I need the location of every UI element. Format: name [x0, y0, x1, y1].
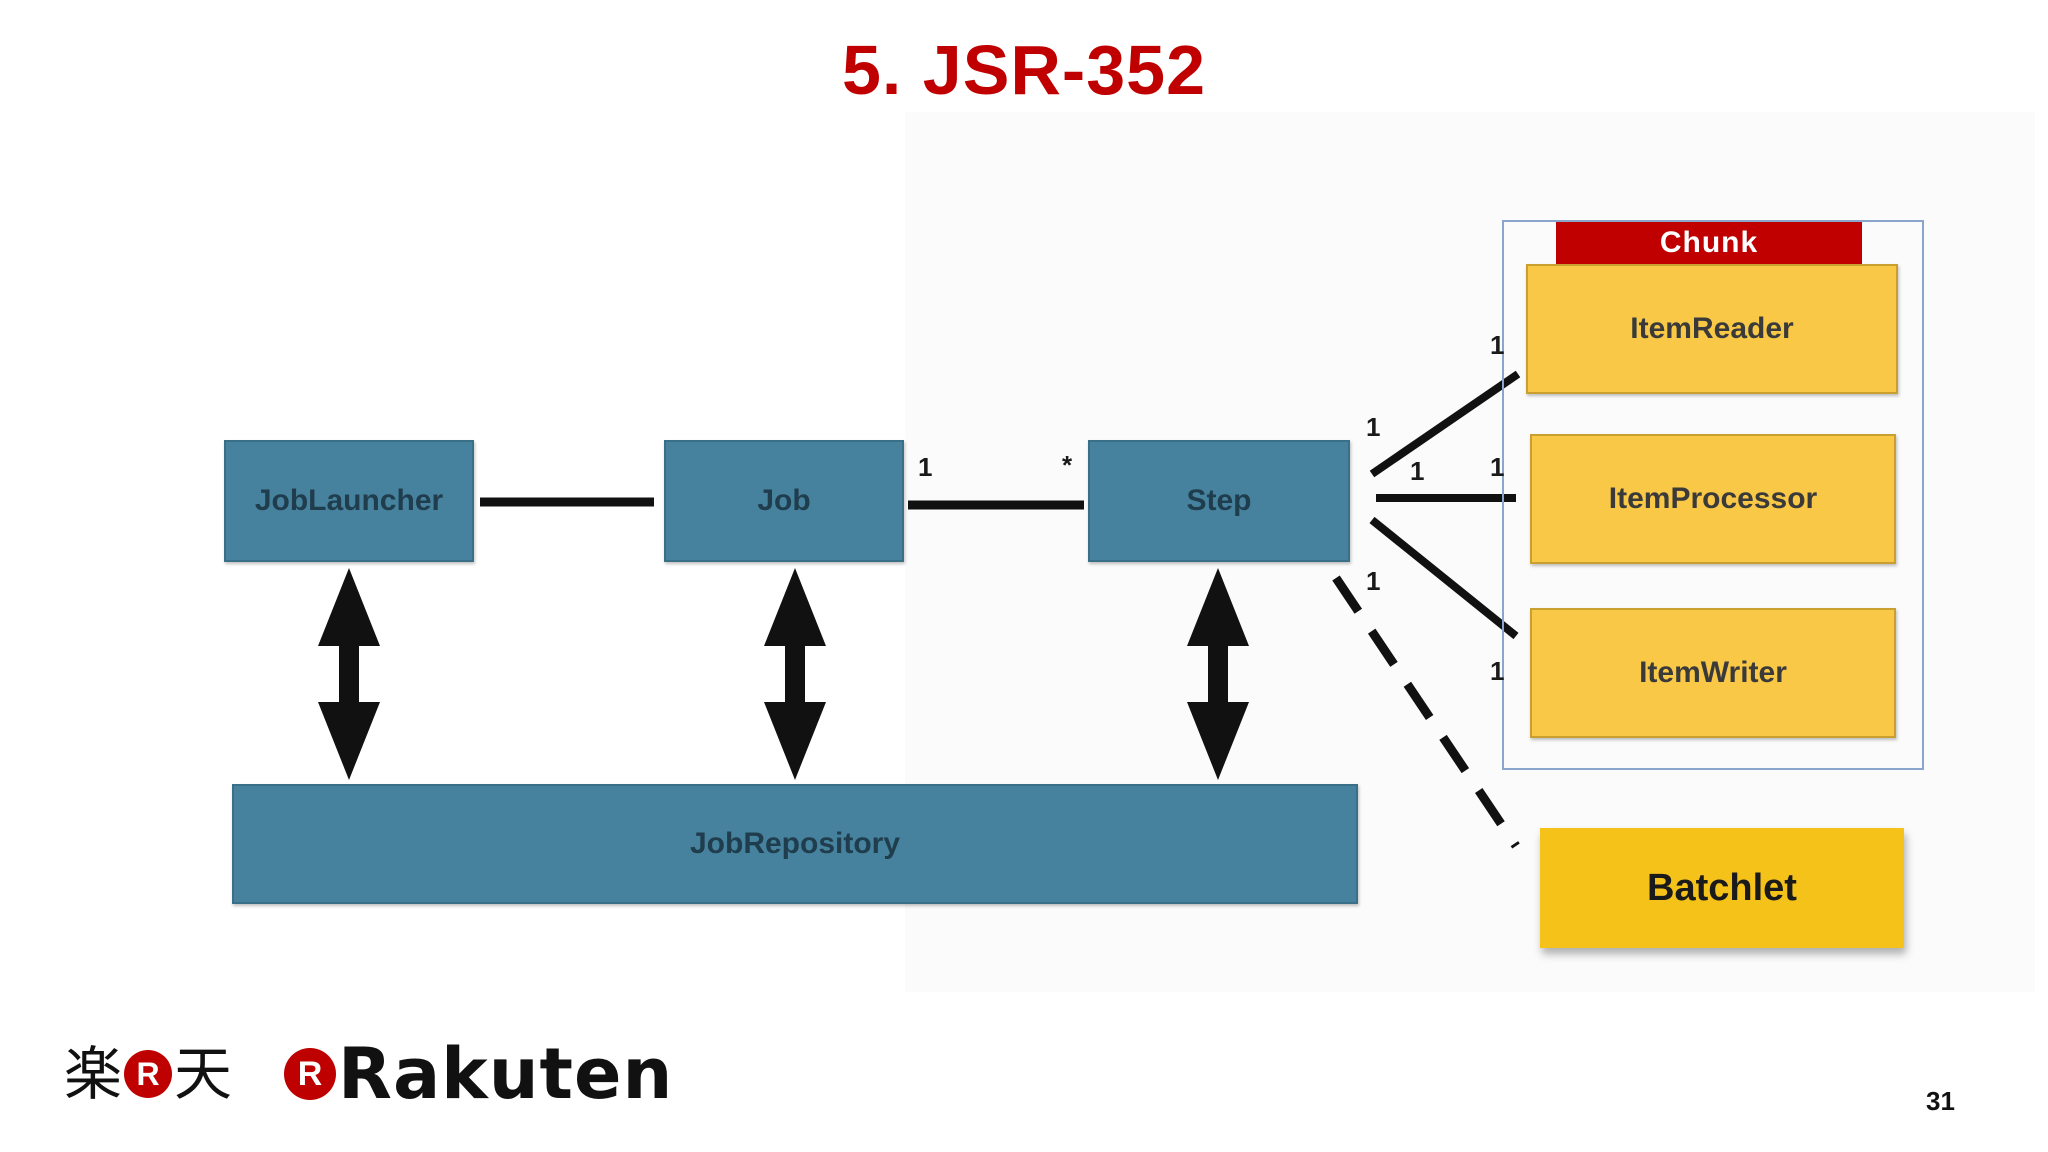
- node-job: Job: [664, 440, 904, 562]
- double-arrow-job-repository: [764, 568, 826, 780]
- logo-word-r: R: [338, 1033, 393, 1115]
- node-batchlet: Batchlet: [1540, 828, 1904, 948]
- logo-kanji-raku: 楽: [64, 1040, 123, 1108]
- logo-word-rest: akuten: [392, 1033, 674, 1115]
- slide-title: 5. JSR-352: [841, 31, 1207, 109]
- chunk-label: Chunk: [1556, 222, 1862, 264]
- edge-step-itemwriter: [1369, 516, 1519, 640]
- edge-step-batchlet: [1332, 575, 1520, 849]
- rakuten-logo: 楽 R 天 R Rakuten: [64, 1038, 673, 1110]
- edge-step-itemreader: [1369, 370, 1521, 478]
- mult-step-processor-step: 1: [1410, 456, 1425, 486]
- node-itemreader: ItemReader: [1526, 264, 1898, 394]
- node-itemprocessor: ItemProcessor: [1530, 434, 1896, 564]
- page-number: 31: [1926, 1086, 1955, 1116]
- logo-wordmark: Rakuten: [338, 1039, 673, 1109]
- mult-step-reader-step: 1: [1366, 412, 1381, 442]
- node-itemwriter: ItemWriter: [1530, 608, 1896, 738]
- mult-step-processor-processor: 1: [1490, 452, 1505, 482]
- double-arrow-step-repository: [1187, 568, 1249, 780]
- mult-step-reader-reader: 1: [1490, 330, 1505, 360]
- node-step: Step: [1088, 440, 1350, 562]
- logo-r-circle-icon: R: [284, 1048, 337, 1100]
- node-joblauncher: JobLauncher: [224, 440, 474, 562]
- node-jobrepository: JobRepository: [232, 784, 1358, 904]
- mult-step-writer-step: 1: [1366, 566, 1381, 596]
- mult-step-writer-writer: 1: [1490, 656, 1505, 686]
- logo-kanji-ten: 天: [174, 1040, 233, 1108]
- logo-r-mark-icon: R: [124, 1050, 173, 1098]
- double-arrow-joblauncher-repository: [318, 568, 380, 780]
- mult-step-end: *: [1062, 450, 1073, 480]
- chunk-frame: [1502, 220, 1924, 770]
- mult-job-end: 1: [918, 452, 933, 482]
